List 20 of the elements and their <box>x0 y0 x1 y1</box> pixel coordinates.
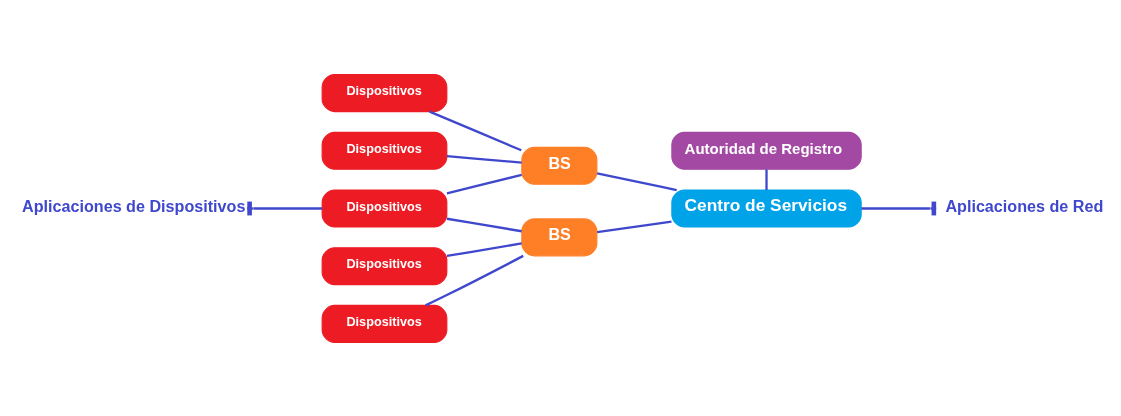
node-box: Centro de Servicios <box>671 188 862 228</box>
connector <box>425 254 524 306</box>
connector <box>765 169 768 190</box>
connector <box>446 241 522 257</box>
connector <box>596 171 677 191</box>
node-box: Dispositivos <box>321 304 448 343</box>
connector <box>446 217 522 232</box>
node-box: Dispositivos <box>321 246 448 285</box>
node-text: Aplicaciones de Red <box>945 196 1104 215</box>
node-box: BS <box>521 217 598 256</box>
node-box: Dispositivos <box>321 131 448 170</box>
node-box: BS <box>521 146 598 185</box>
connector <box>429 110 522 151</box>
connector <box>446 154 522 164</box>
connector <box>596 220 672 233</box>
node-box: Autoridad de Registro <box>671 131 862 170</box>
connector <box>446 173 522 194</box>
node-box: Dispositivos <box>321 73 448 112</box>
node-box: Dispositivos <box>321 188 448 228</box>
node-text: Aplicaciones de Dispositivos <box>22 196 246 215</box>
